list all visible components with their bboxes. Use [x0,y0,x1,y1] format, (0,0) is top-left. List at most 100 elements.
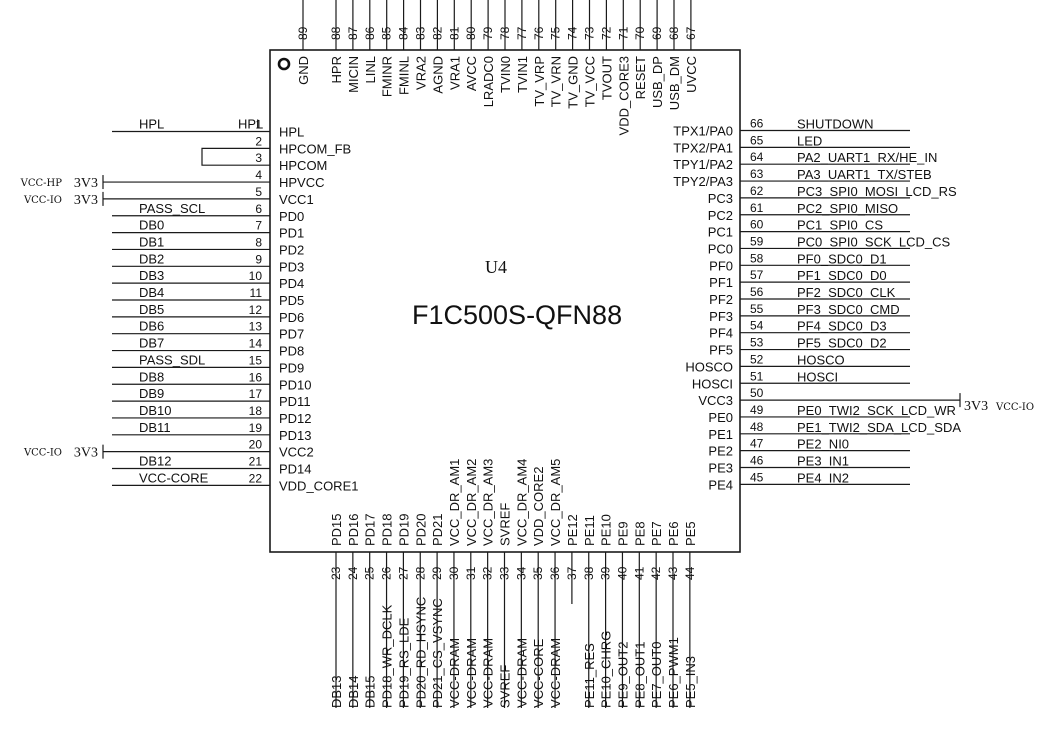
pin-name-88: HPR [329,56,344,83]
pin-name-21: PD14 [279,462,312,477]
pin-name-12: PD6 [279,310,304,325]
pin-name-43: PE6 [666,521,681,546]
pin-name-41: PE8 [632,521,647,546]
pin-name-14: PD8 [279,344,304,359]
pin-number-13: 13 [249,320,263,334]
net-label-57: PF1_SDC0_D0 [797,268,887,283]
pin-name-61: PC2 [708,208,733,223]
pin-number-19: 19 [249,421,263,435]
net-label-46: PE3_IN1 [797,454,849,469]
net-label-63: PA3_UART1_TX/STEB [797,167,932,182]
pin-name-59: PC0 [708,241,733,256]
pin-number-9: 9 [255,252,262,266]
pin-name-23: PD15 [329,513,344,546]
pin-number-2: 2 [255,134,262,148]
part-name-label: F1C500S-QFN88 [412,300,622,330]
net-label-49: PE0_TWI2_SCK_LCD_WR [797,403,956,418]
pin-number-49: 49 [750,403,764,417]
pin-number-1: 1 [255,118,262,132]
net-label-7: DB0 [139,218,164,233]
net-label-35: VCC-CORE [531,638,546,708]
pin-number-30: 30 [447,566,461,580]
net-label-53: PF5_SDC0_D2 [797,336,887,351]
pin-name-4: HPVCC [279,175,325,190]
power-net-20: VCC-IO [23,448,62,459]
pin-number-37: 37 [565,566,579,580]
pin-name-46: PE3 [708,461,733,476]
pin-name-66: TPX1/PA0 [673,124,733,139]
pin-name-77: TVIN1 [515,56,530,93]
pin-number-33: 33 [498,566,512,580]
pin-number-15: 15 [249,353,263,367]
net-label-60: PC1_SPI0_CS [797,218,883,233]
pin-number-82: 82 [430,26,444,40]
pin-name-76: TV_VRP [532,56,547,107]
pin-name-27: PD19 [396,513,411,546]
pin-name-6: PD0 [279,209,304,224]
pin-number-89: 89 [296,26,310,40]
pin-name-36: VCC_DR_AM5 [548,459,563,546]
pin-name-2: HPCOM_FB [279,141,351,156]
pin-number-60: 60 [750,218,764,232]
pin-name-85: FMINR [380,56,395,97]
pin-number-83: 83 [414,26,428,40]
net-label-54: PF4_SDC0_D3 [797,319,887,334]
pin-name-54: PF4 [709,326,733,341]
pin-name-45: PE4 [708,477,733,492]
pin-number-56: 56 [750,285,764,299]
pin-number-24: 24 [346,566,360,580]
pin-number-52: 52 [750,352,764,366]
pin-number-65: 65 [750,133,764,147]
wire-layer [102,0,961,708]
pin-number-14: 14 [249,337,263,351]
pin-number-34: 34 [514,566,528,580]
pin-name-82: AGND [430,56,445,94]
pin-name-71: VDD_CORE3 [616,56,631,135]
pin-name-38: PE11 [582,515,597,546]
pin-number-50: 50 [750,386,764,400]
net-label-8: DB1 [139,234,164,249]
pin-name-3: HPCOM [279,158,327,173]
pin-number-21: 21 [249,455,263,469]
pin-number-76: 76 [532,26,546,40]
pin-name-39: PE10 [599,514,614,546]
pin-name-51: HOSCI [692,376,733,391]
pin-number-69: 69 [650,26,664,40]
pin-name-30: VCC_DR_AM1 [447,459,462,546]
net-label-10: DB3 [139,268,164,283]
pin-number-87: 87 [346,26,360,40]
power-value-50: 3V3 [964,399,988,414]
pin-name-49: PE0 [708,410,733,425]
pin-name-28: PD20 [413,513,428,546]
pin-name-5: VCC1 [279,192,314,207]
pin-name-52: HOSCO [685,359,733,374]
net-label-9: DB2 [139,251,164,266]
pin-number-54: 54 [750,319,764,333]
pin-number-28: 28 [413,566,427,580]
pin-name-9: PD3 [279,259,304,274]
net-label-43: PE6_PWM1 [666,637,681,708]
net-label-65: LED [797,133,822,148]
pin-name-40: PE9 [615,521,630,546]
pin-number-88: 88 [329,26,343,40]
pin-name-50: VCC3 [698,393,733,408]
pin-number-84: 84 [397,26,411,40]
pin-number-55: 55 [750,302,764,316]
pin-number-32: 32 [481,566,495,580]
pin-name-57: PF1 [709,275,733,290]
pin-number-20: 20 [249,438,263,452]
pin1-marker-icon [277,57,291,71]
net-label-42: PE7_OUT0 [649,642,664,708]
net-label-21: DB12 [139,454,172,469]
pin-name-10: PD4 [279,276,304,291]
pin-number-67: 67 [684,26,698,40]
net-label-1: HPL [139,117,164,132]
pin-name-11: PD5 [279,293,304,308]
pin-number-53: 53 [750,336,764,350]
pin-name-15: PD9 [279,360,304,375]
pin-number-57: 57 [750,268,764,282]
pin-number-18: 18 [249,404,263,418]
ic-body [269,49,741,553]
pin-number-4: 4 [255,168,262,182]
pin-number-46: 46 [750,454,764,468]
